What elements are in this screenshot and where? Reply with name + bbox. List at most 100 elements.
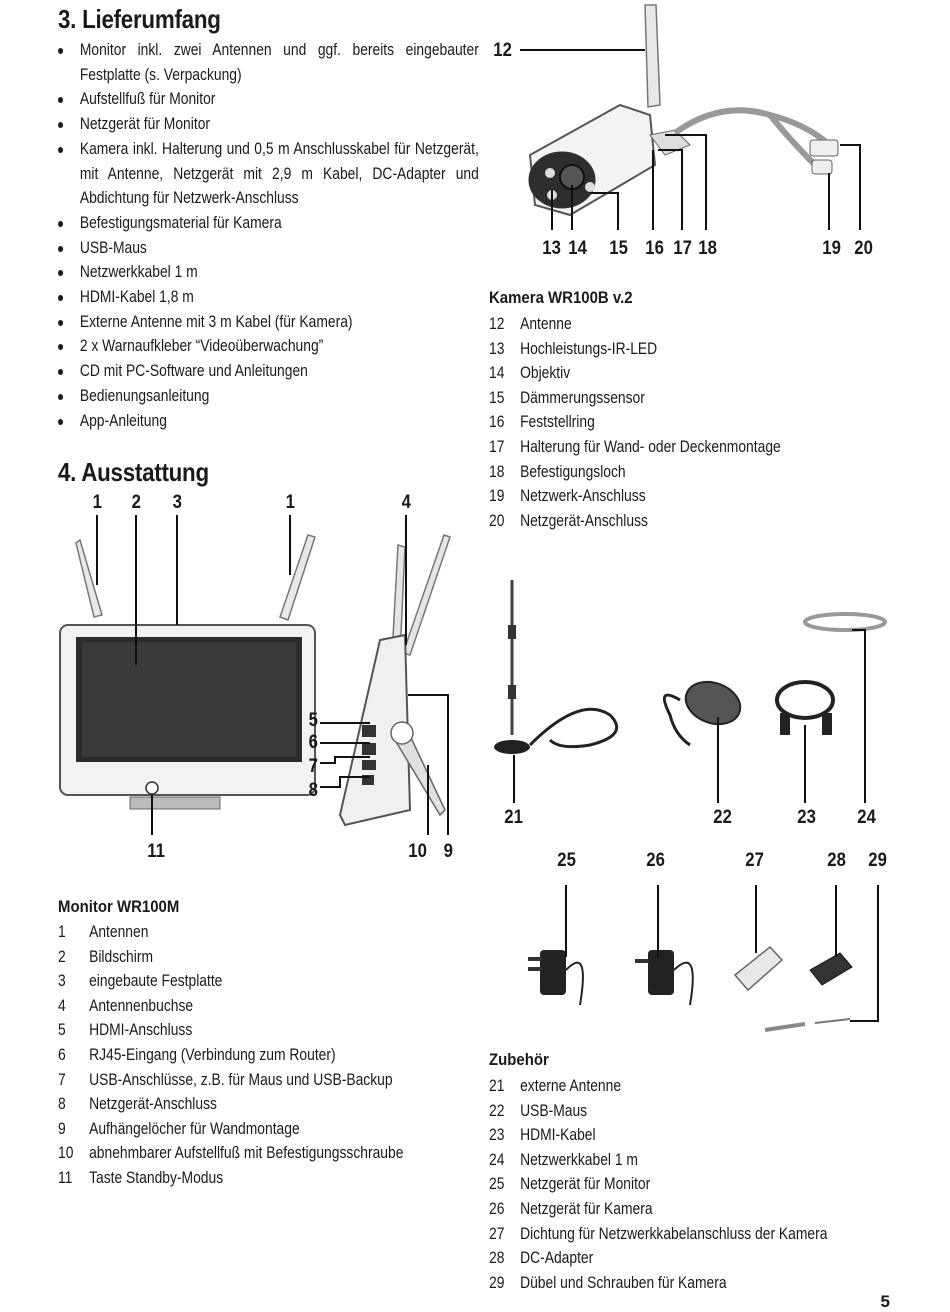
legend-item: 4 Antennenbuchse	[58, 994, 403, 1019]
callout-2: 2	[131, 492, 141, 513]
legend-number: 22	[489, 1101, 505, 1120]
legend-number: 11	[58, 1168, 73, 1187]
legend-label: Netzgerät für Kamera	[520, 1199, 653, 1218]
delivery-list-item: HDMI-Kabel 1,8 m	[58, 285, 479, 310]
callout-26: 26	[646, 850, 665, 871]
legend-number: 17	[489, 437, 505, 456]
accessories-illustration	[494, 580, 887, 1032]
legend-number: 16	[489, 413, 505, 432]
legend-number: 25	[489, 1175, 505, 1194]
legend-item: 18 Befestigungsloch	[489, 460, 781, 485]
legend-label: USB-Anschlüsse, z.B. für Maus und USB-Ba…	[89, 1070, 393, 1089]
delivery-list-item: Bedienungsanleitung	[58, 384, 479, 409]
callout-22: 22	[713, 807, 732, 828]
delivery-list-item: Netzgerät für Monitor	[58, 112, 479, 137]
delivery-list-item: App-Anleitung	[58, 409, 479, 434]
callout-4: 4	[401, 492, 411, 513]
camera-illustration	[520, 4, 861, 230]
legend-number: 1	[58, 923, 66, 941]
legend-number: 4	[58, 996, 66, 1015]
legend-number: 8	[58, 1095, 66, 1114]
legend-label: externe Antenne	[520, 1077, 622, 1095]
legend-number: 27	[489, 1224, 505, 1243]
legend-number: 24	[489, 1150, 505, 1169]
delivery-list-item: Externe Antenne mit 3 m Kabel (für Kamer…	[58, 310, 479, 335]
legend-label: eingebaute Festplatte	[89, 972, 223, 991]
callout-23: 23	[797, 807, 816, 828]
legend-label: Netzwerkkabel 1 m	[520, 1150, 638, 1169]
legend-label: Antennen	[89, 923, 149, 941]
monitor-title: Monitor WR100M	[58, 897, 180, 916]
callout-29: 29	[868, 850, 887, 871]
legend-number: 13	[489, 339, 505, 358]
delivery-list: Monitor inkl. zwei Antennen und ggf. ber…	[58, 38, 559, 433]
delivery-list-item: Befestigungsmaterial für Kamera	[58, 211, 479, 236]
callout-10: 10	[408, 841, 427, 862]
legend-label: Antennenbuchse	[89, 996, 194, 1015]
callout-14: 14	[568, 238, 587, 259]
legend-label: RJ45-Eingang (Verbindung zum Router)	[89, 1045, 336, 1064]
section-4-heading: 4. Ausstattung	[58, 457, 209, 487]
legend-label: Objektiv	[520, 364, 571, 383]
callout-7: 7	[308, 756, 318, 777]
delivery-list-item: Netzwerkkabel 1 m	[58, 260, 479, 285]
legend-number: 10	[58, 1144, 74, 1163]
callout-1-left: 1	[92, 492, 102, 513]
section-3-heading: 3. Lieferumfang	[58, 4, 221, 34]
legend-label: Hochleistungs-IR-LED	[520, 339, 658, 358]
callout-24: 24	[857, 807, 876, 828]
camera-title: Kamera WR100B v.2	[489, 288, 633, 307]
delivery-list-item: Kamera inkl. Halterung und 0,5 m Anschlu…	[58, 137, 479, 211]
callout-13: 13	[542, 238, 561, 259]
legend-number: 14	[489, 364, 505, 383]
legend-label: Dübel und Schrauben für Kamera	[520, 1273, 727, 1292]
legend-number: 9	[58, 1119, 66, 1138]
legend-label: Netzgerät-Anschluss	[520, 511, 648, 530]
legend-item: 16 Feststellring	[489, 410, 781, 435]
legend-item: 5 HDMI-Anschluss	[58, 1018, 403, 1043]
legend-label: Netzgerät-Anschluss	[89, 1095, 217, 1114]
legend-label: Halterung für Wand- oder Deckenmontage	[520, 437, 781, 456]
callout-18: 18	[698, 238, 717, 259]
callout-6: 6	[308, 732, 318, 753]
legend-item: 13 Hochleistungs-IR-LED	[489, 337, 781, 362]
legend-number: 29	[489, 1273, 505, 1292]
legend-number: 18	[489, 462, 505, 481]
callout-15: 15	[609, 238, 628, 259]
callout-12: 12	[493, 40, 512, 61]
legend-label: HDMI-Anschluss	[89, 1021, 193, 1040]
legend-label: Netzgerät für Monitor	[520, 1175, 651, 1194]
legend-number: 23	[489, 1126, 505, 1145]
delivery-list-item: 2 x Warnaufkleber “Videoüberwachung”	[58, 334, 479, 359]
callout-16: 16	[645, 238, 664, 259]
legend-label: HDMI-Kabel	[520, 1126, 596, 1145]
legend-label: Befestigungsloch	[520, 462, 626, 481]
legend-label: Feststellring	[520, 413, 595, 432]
callout-17: 17	[673, 238, 692, 259]
legend-number: 7	[58, 1070, 66, 1089]
legend-label: Antenne	[520, 315, 572, 333]
legend-item: 7 USB-Anschlüsse, z.B. für Maus und USB-B…	[58, 1068, 403, 1093]
legend-number: 20	[489, 511, 505, 530]
legend-label: Netzwerk-Anschluss	[520, 487, 646, 506]
legend-item: 25 Netzgerät für Monitor	[489, 1172, 827, 1197]
legend-label: DC-Adapter	[520, 1249, 594, 1268]
legend-number: 5	[58, 1021, 66, 1040]
callout-11: 11	[147, 841, 165, 862]
callout-27: 27	[745, 850, 764, 871]
legend-number: 15	[489, 388, 505, 407]
delivery-list-item: CD mit PC-Software und Anleitungen	[58, 359, 479, 384]
